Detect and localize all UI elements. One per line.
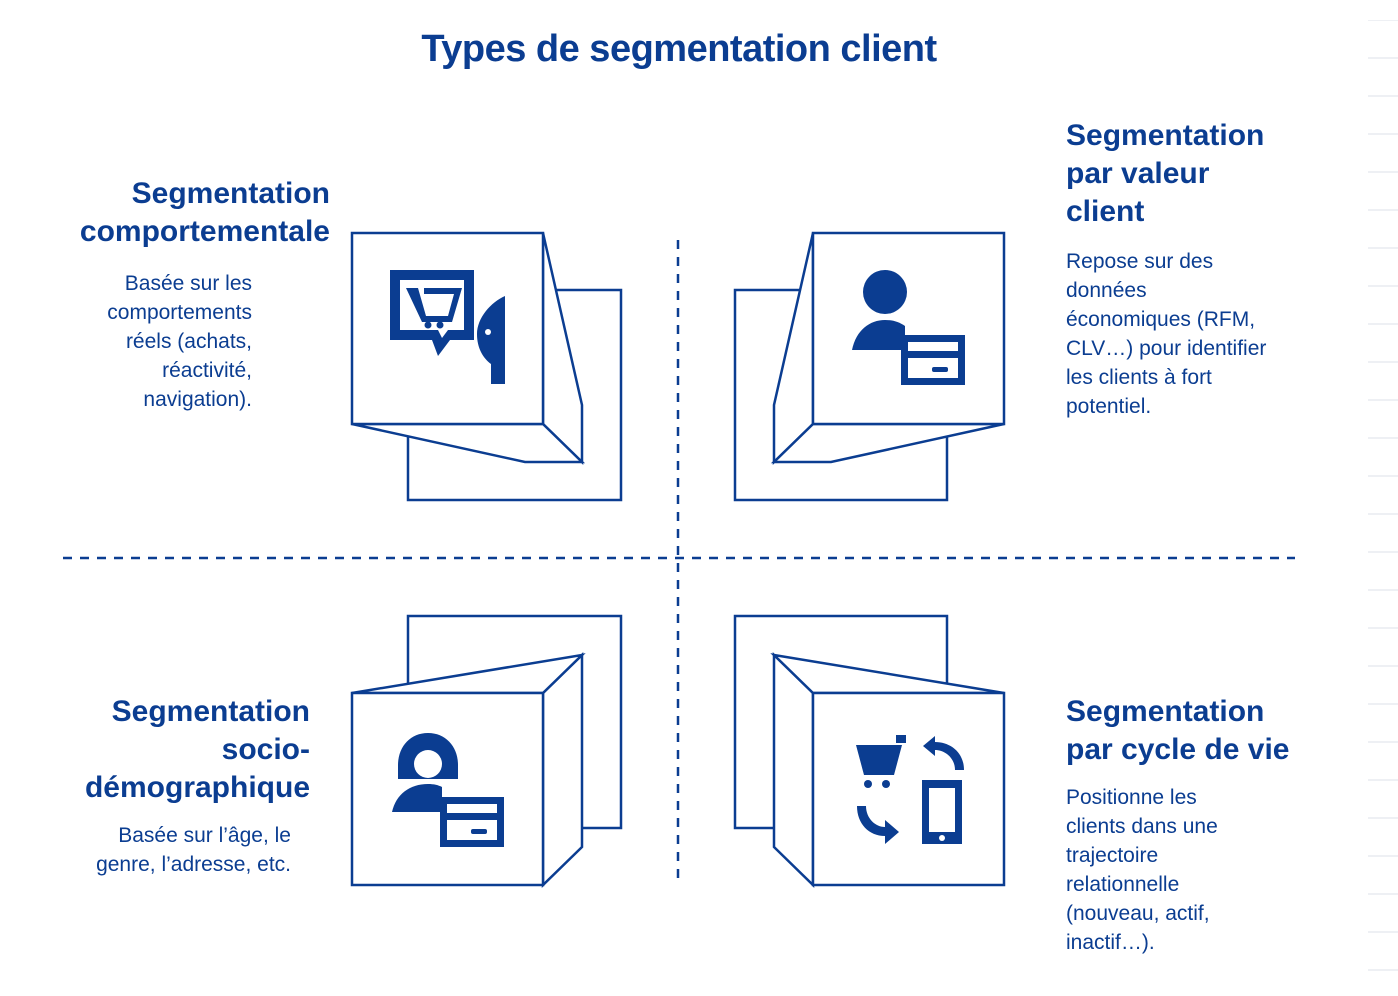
segment-title: Segmentation par valeur client bbox=[1066, 119, 1265, 228]
segment-title: Segmentation comportementale bbox=[79, 177, 330, 248]
cube-valeur bbox=[733, 231, 1006, 502]
cube-cycle bbox=[733, 614, 1006, 888]
segment-title: Segmentation par cycle de vie bbox=[1066, 695, 1290, 766]
cube-comportementale bbox=[350, 231, 623, 502]
segment-comportementale: Segmentation comportementale Basée sur l… bbox=[60, 175, 330, 414]
segment-description: Basée sur les comportements réels (achat… bbox=[107, 272, 252, 411]
segment-cycle: Segmentation par cycle de vie Positionne… bbox=[1066, 693, 1366, 957]
segment-title: Segmentation socio- démographique bbox=[84, 695, 310, 804]
segment-socio: Segmentation socio- démographique Basée … bbox=[60, 693, 310, 879]
segment-description: Positionne les clients dans une trajecto… bbox=[1066, 786, 1218, 954]
shopping-chat-icon bbox=[390, 270, 505, 384]
page-title: Types de segmentation client bbox=[421, 28, 937, 70]
woman-card-icon bbox=[392, 733, 504, 847]
cart-phone-cycle-icon bbox=[856, 735, 964, 844]
edge-decoration bbox=[1368, 20, 1398, 971]
segment-description: Repose sur des données économiques (RFM,… bbox=[1066, 250, 1267, 418]
cube-socio bbox=[350, 614, 623, 888]
user-card-icon bbox=[852, 270, 965, 385]
segment-valeur: Segmentation par valeur client Repose su… bbox=[1066, 117, 1366, 421]
segment-description: Basée sur l’âge, le genre, l’adresse, et… bbox=[96, 824, 291, 876]
